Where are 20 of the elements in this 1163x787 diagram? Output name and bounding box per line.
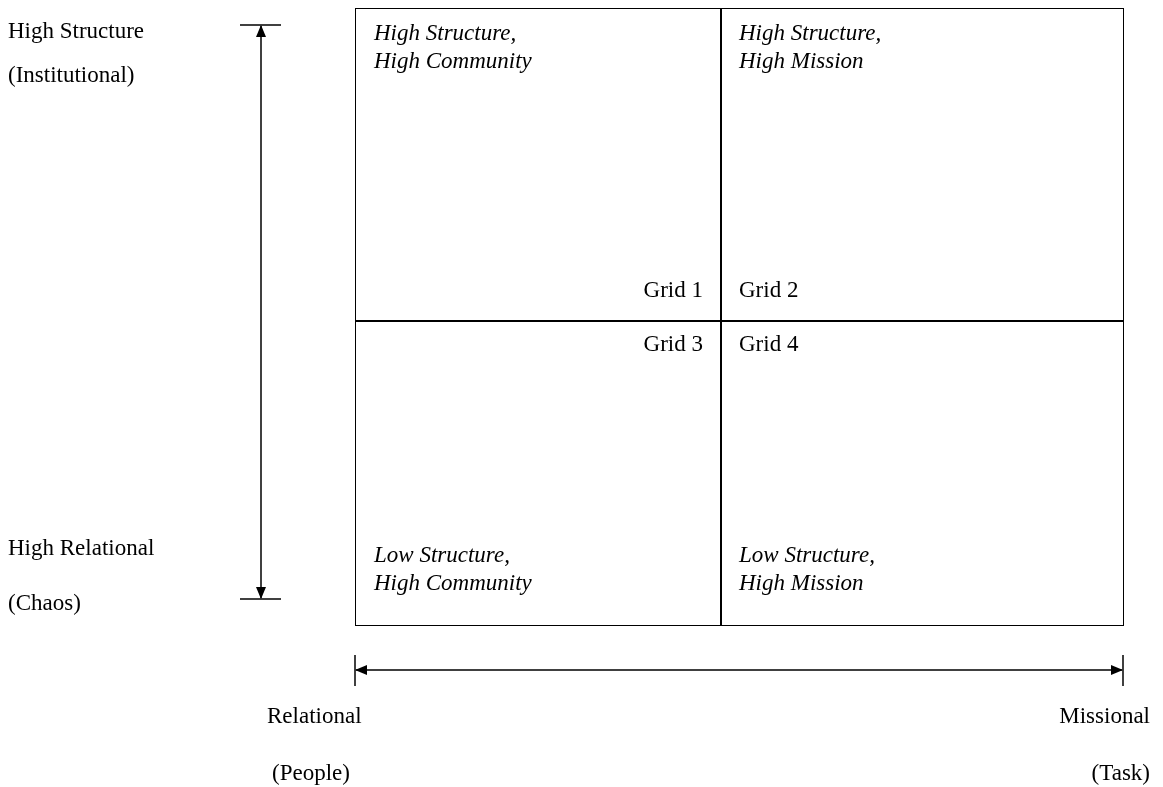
quadrant-cell — [720, 320, 1124, 626]
axis-label: High Relational — [8, 535, 155, 561]
quadrant-title: Low Structure, High Community — [374, 541, 533, 597]
quadrant-title: Low Structure, High Mission — [739, 541, 876, 597]
axis-sublabel: (Chaos) — [8, 590, 81, 616]
quadrant-title: High Structure, High Mission — [739, 19, 883, 75]
grid-label: Grid 2 — [739, 277, 799, 303]
quadrant-cell — [720, 8, 1124, 322]
axis-sublabel: (Institutional) — [8, 62, 135, 88]
quadrant-title: High Structure, High Community — [374, 19, 533, 75]
axis-sublabel: (People) — [272, 760, 350, 786]
quadrant-cell — [355, 8, 722, 322]
grid-label: Grid 3 — [643, 331, 703, 357]
quadrant-cell — [355, 320, 722, 626]
axis-sublabel: (Task) — [1091, 760, 1150, 786]
axis-label: Missional — [1059, 703, 1150, 729]
grid-label: Grid 4 — [739, 331, 799, 357]
axis-label: Relational — [267, 703, 362, 729]
axis-label: High Structure — [8, 18, 145, 44]
grid-label: Grid 1 — [643, 277, 703, 303]
